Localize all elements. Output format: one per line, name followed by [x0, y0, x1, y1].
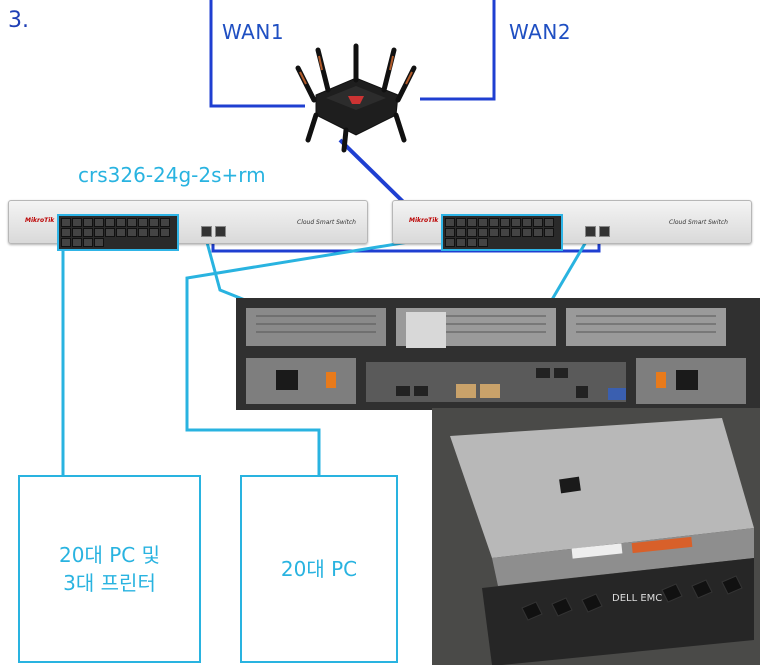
switch-left: MikroTik Cloud Smart Switch [8, 200, 368, 251]
box-left-text: 20대 PC 및 3대 프린터 [59, 543, 160, 595]
box-right-pcs: 20대 PC [240, 475, 398, 663]
server-rear-graphic [236, 298, 760, 410]
switch-left-sfp-2 [215, 226, 226, 237]
server-rear-panel [236, 298, 760, 410]
switch-model-label: crs326-24g-2s+rm [78, 163, 266, 187]
server-graphic: DELL EMC [432, 408, 760, 665]
right-switch-to-box-line [185, 230, 471, 503]
wan1-line [209, 0, 305, 108]
router-icon [295, 43, 417, 153]
switch-left-ports [57, 214, 179, 251]
switch-left-label: Cloud Smart Switch [297, 219, 356, 226]
wan1-label: WAN1 [222, 20, 285, 44]
wan2-line [420, 0, 496, 101]
box-left-pcs-printers: 20대 PC 및 3대 프린터 [18, 475, 201, 663]
switch-right-label: Cloud Smart Switch [669, 219, 728, 226]
step-number: 3. [8, 8, 29, 33]
wan2-label: WAN2 [509, 20, 572, 44]
server-brand-text: DELL EMC [612, 593, 662, 604]
switch-right-ports [441, 214, 563, 251]
switch-right-sfp-1 [585, 226, 596, 237]
switch-right: MikroTik Cloud Smart Switch [392, 200, 752, 251]
switch-right-sfp-2 [599, 226, 610, 237]
box-right-text: 20대 PC [280, 557, 358, 581]
server-photo: DELL EMC [432, 408, 760, 665]
switch-left-brand: MikroTik [25, 217, 55, 224]
switch-right-brand: MikroTik [409, 217, 439, 224]
switch-left-sfp-1 [201, 226, 212, 237]
